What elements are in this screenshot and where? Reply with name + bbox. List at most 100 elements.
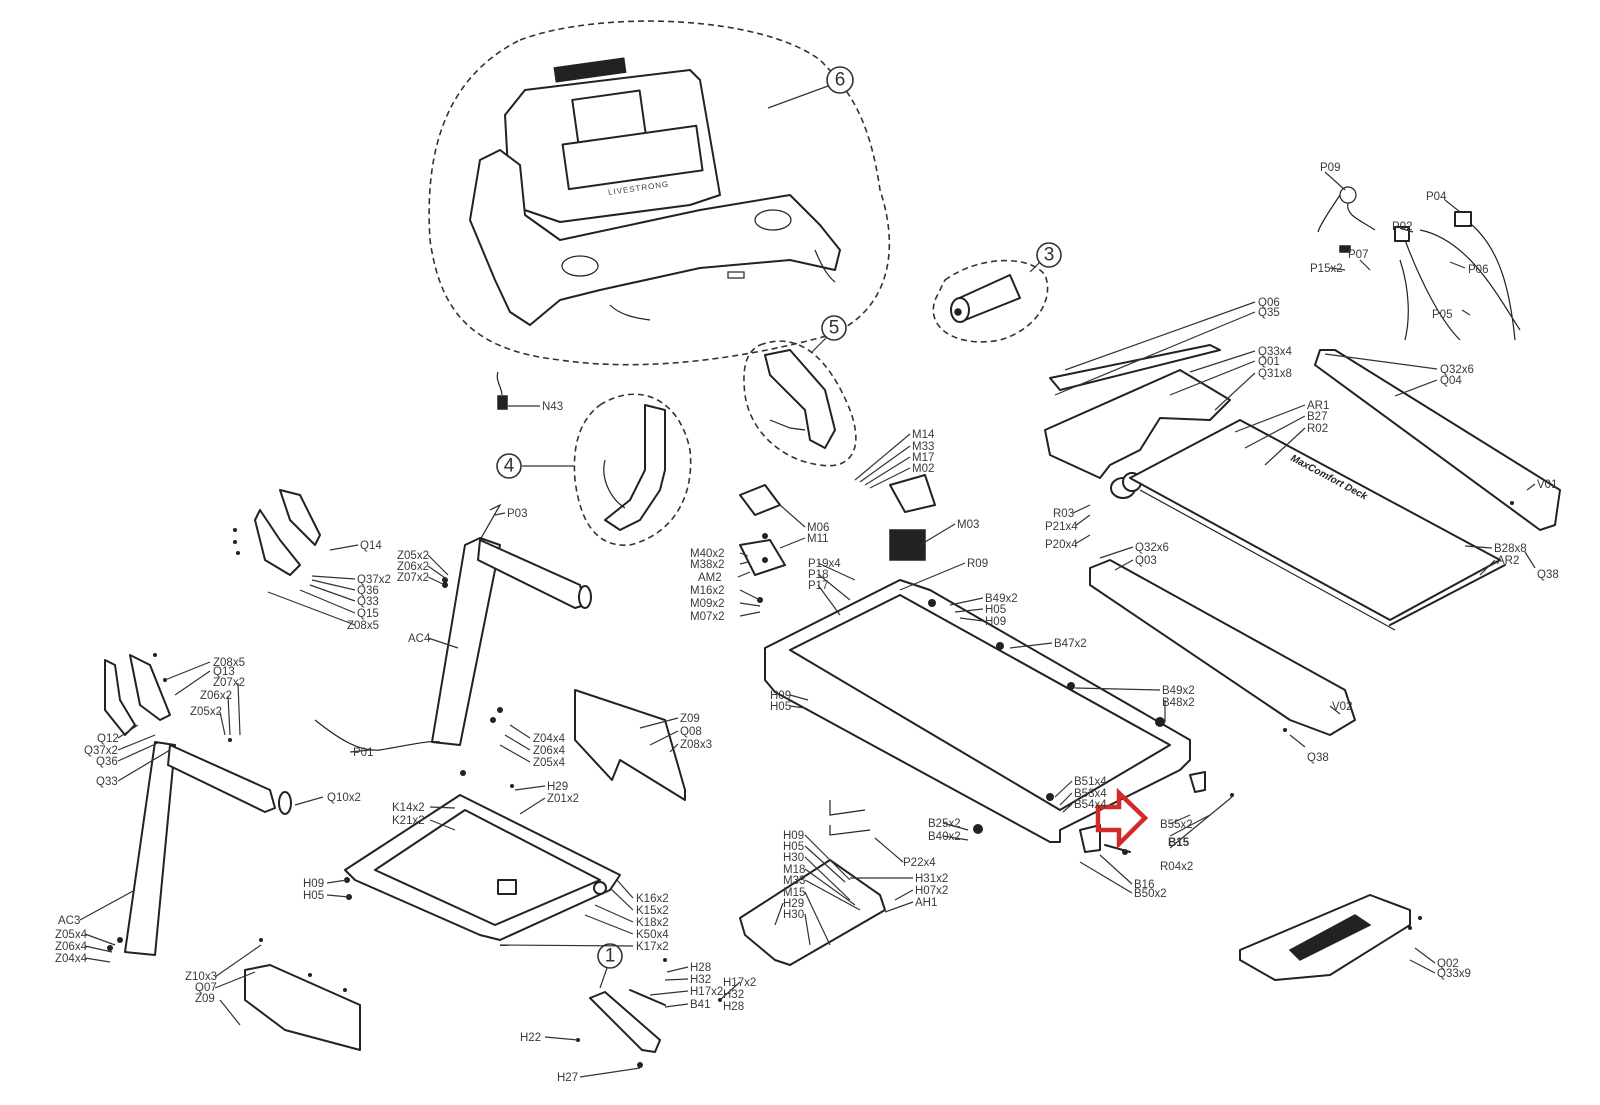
power-cables-group	[1317, 186, 1521, 341]
upright-right-group	[314, 503, 592, 751]
label-m33-foot: M33	[783, 875, 805, 887]
label-b41: B41	[690, 999, 710, 1011]
callout-3-text: 3	[1044, 245, 1055, 266]
left-side-rail	[1089, 559, 1356, 736]
rear-roller	[1389, 564, 1506, 626]
label-b54x4: B54x4	[1074, 799, 1107, 811]
label-b53x4: B53x4	[1074, 788, 1107, 800]
bracket-b55	[1189, 771, 1206, 793]
label-z08x5-left: Z08x5	[213, 657, 245, 669]
console-cable-right	[814, 249, 836, 283]
callout-4	[496, 453, 522, 479]
right-side-rail	[1314, 349, 1561, 531]
label-b28x8: B28x8	[1494, 543, 1527, 555]
bracket-b16	[1079, 824, 1101, 853]
callout-6	[826, 66, 854, 94]
upright-left	[124, 741, 176, 956]
label-q03: Q03	[1135, 555, 1157, 567]
leader-1	[599, 967, 608, 989]
label-q12: Q12	[97, 733, 119, 745]
label-m33-top: M33	[912, 441, 934, 453]
connector-p04	[1454, 211, 1472, 227]
label-ah1: AH1	[915, 897, 937, 909]
motor-mount-plate	[739, 539, 786, 576]
base-caster	[497, 879, 517, 895]
bottom-cover-vent	[1288, 914, 1372, 961]
label-q38-top: Q38	[1537, 569, 1559, 581]
label-z01x2: Z01x2	[547, 793, 579, 805]
roller-dashed-outline	[932, 259, 1049, 343]
upright-right-arm	[477, 539, 586, 609]
label-q33-right: Q33	[357, 596, 379, 608]
label-h30-foot: H30	[783, 852, 804, 864]
label-m07x2: M07x2	[690, 611, 725, 623]
label-h29-base: H29	[547, 781, 568, 793]
label-r02: R02	[1307, 423, 1328, 435]
bottom-cover-group	[1239, 894, 1411, 981]
label-z06x4-left: Z06x4	[55, 941, 88, 953]
label-h28-right: H28	[690, 962, 711, 974]
right-grip-group: 5	[743, 315, 857, 467]
label-z05x2-right: Z05x2	[397, 550, 429, 562]
label-q37x2-right: Q37x2	[357, 574, 391, 586]
label-ac4: AC4	[408, 633, 431, 645]
label-k15x2: K15x2	[636, 905, 669, 917]
label-z08x3: Z08x3	[680, 739, 712, 751]
cover-q07	[244, 964, 361, 1051]
label-h05-base: H05	[303, 890, 324, 902]
console-keypad	[561, 124, 704, 191]
cables-p22	[829, 800, 871, 836]
callout-1	[597, 943, 623, 969]
label-p22x4: P22x4	[903, 857, 936, 869]
label-h29-foot: H29	[783, 898, 804, 910]
label-m03: M03	[957, 519, 979, 531]
safety-key-part	[496, 371, 540, 410]
deck-group: MaxComfort Deck	[1089, 349, 1561, 736]
label-k18x2: K18x2	[636, 917, 669, 929]
label-h32-right: H32	[690, 974, 711, 986]
label-k50x4: K50x4	[636, 929, 669, 941]
label-h32-far: H32	[723, 989, 744, 1001]
wheel-k15	[593, 881, 607, 895]
label-b47x2: B47x2	[1054, 638, 1087, 650]
motor-part	[889, 474, 936, 513]
label-z06x4-right: Z06x4	[533, 745, 566, 757]
label-m02: M02	[912, 463, 934, 475]
label-h05-top: H05	[985, 604, 1006, 616]
callout-4-text: 4	[504, 456, 515, 477]
base-frame-group	[344, 794, 621, 941]
label-p21x4: P21x4	[1045, 521, 1078, 533]
label-k21x2: K21x2	[392, 815, 425, 827]
label-z10x3: Z10x3	[185, 971, 217, 983]
pedal-assembly-group: 1	[589, 943, 666, 1053]
label-q14: Q14	[360, 540, 382, 552]
part-labels: P09 P04 P02 P07 P15x2 P06 P05 Q06 Q35 Q3…	[55, 162, 1559, 1084]
callout-1-text: 1	[605, 946, 616, 967]
power-cord-coil	[1339, 186, 1357, 204]
label-h09-frame: H09	[770, 690, 791, 702]
left-grip-handle	[604, 404, 666, 531]
label-k16x2: K16x2	[636, 893, 669, 905]
upright-right	[431, 537, 501, 746]
label-q31x8: Q31x8	[1258, 368, 1292, 380]
label-r09: R09	[967, 558, 988, 570]
label-h05-frame: H05	[770, 701, 791, 713]
callout-6-text: 6	[835, 70, 846, 91]
label-q32x6-bottom: Q32x6	[1135, 542, 1169, 554]
label-b25x2: B25x2	[928, 818, 961, 830]
label-b55x2: B55x2	[1160, 819, 1193, 831]
leader-5	[811, 335, 829, 353]
label-v02: V02	[1332, 701, 1352, 713]
label-q15: Q15	[357, 608, 379, 620]
right-grip-dashed-outline	[743, 340, 857, 467]
label-z06x2-left: Z06x2	[200, 690, 232, 702]
label-b49x2-mid: B49x2	[1162, 685, 1195, 697]
callout-5-text: 5	[829, 318, 840, 339]
left-grip-group: 4	[496, 393, 692, 546]
connector-p02	[1394, 226, 1410, 242]
label-q36-right: Q36	[357, 585, 379, 597]
label-z09-right: Z09	[680, 713, 700, 725]
label-m38x2: M38x2	[690, 559, 725, 571]
